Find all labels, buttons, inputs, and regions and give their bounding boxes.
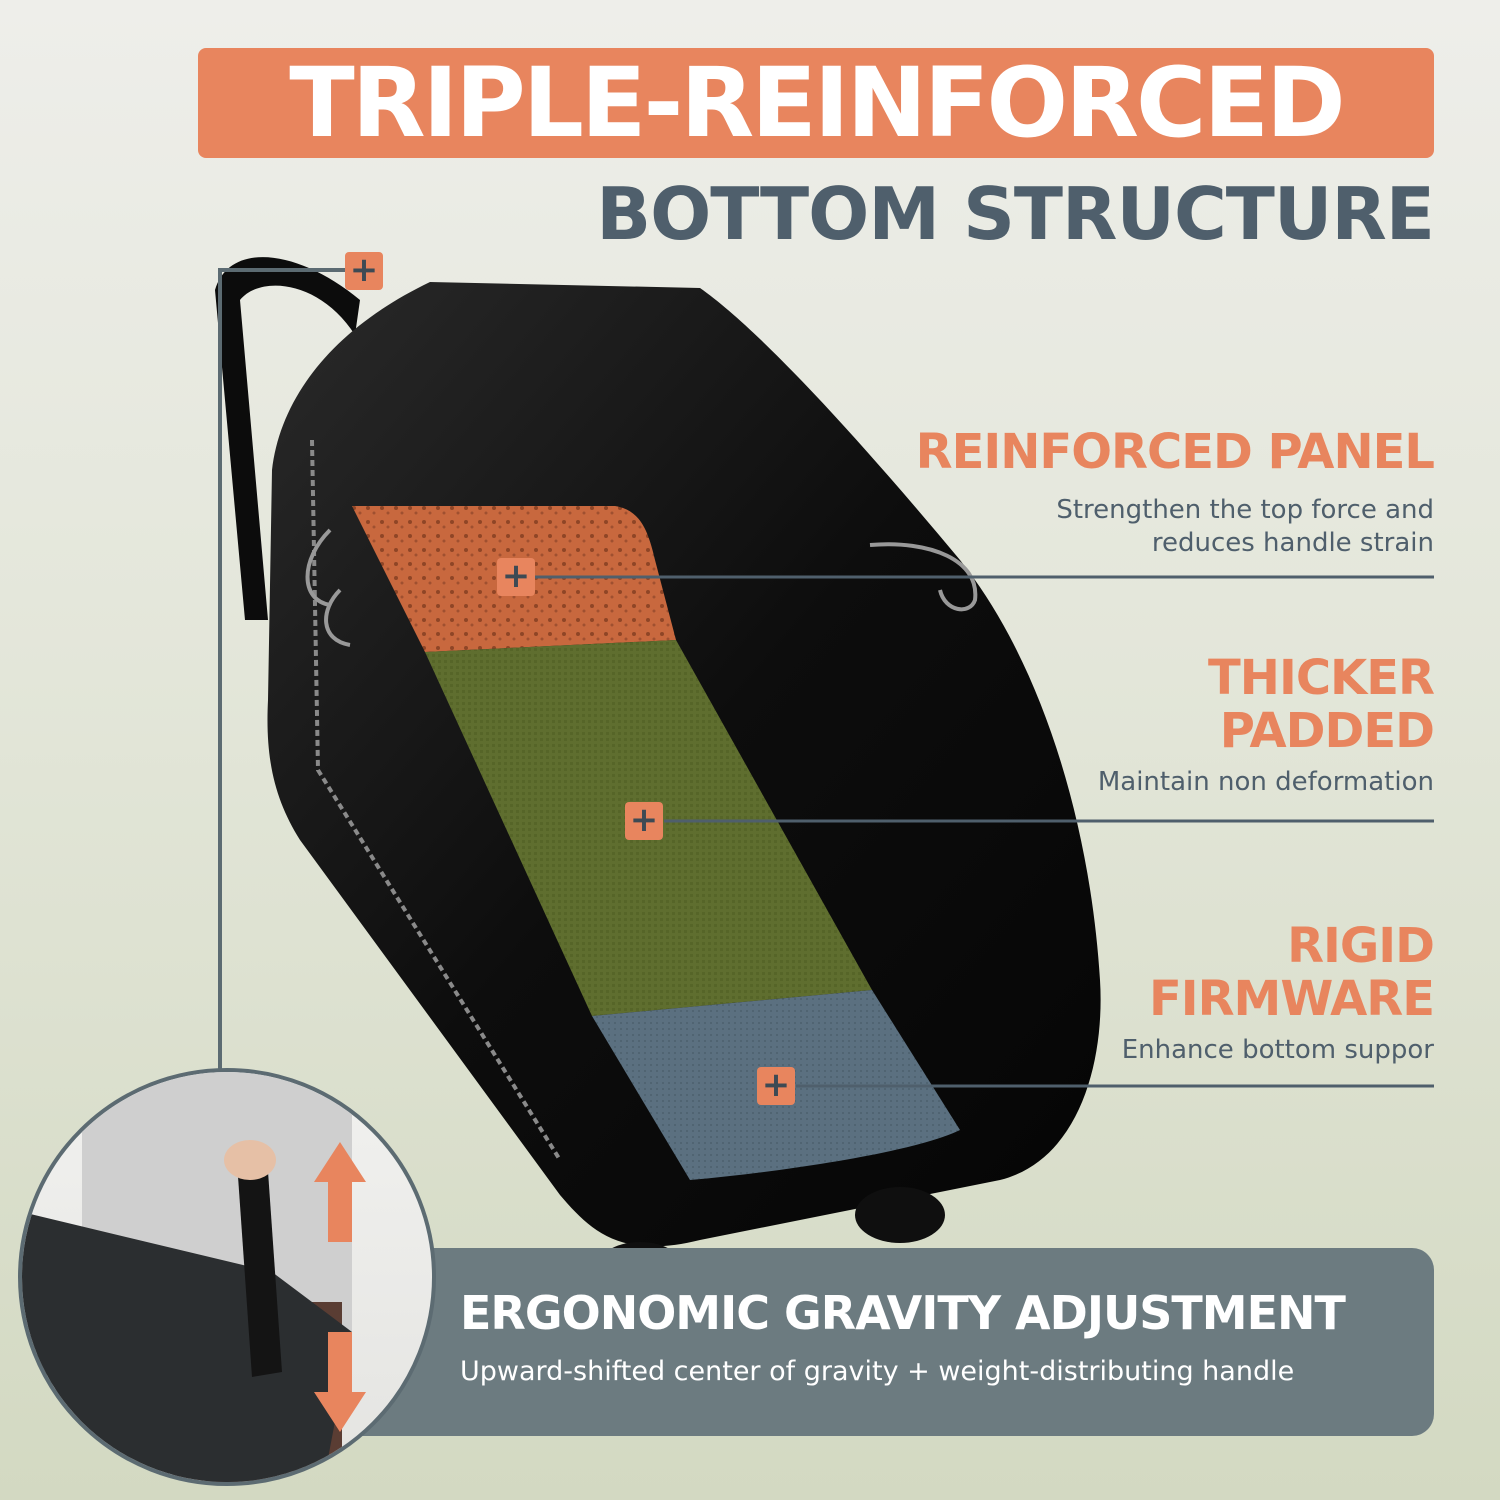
feature-heading-thicker-padded: THICKER PADDED: [1208, 650, 1435, 759]
up-arrow-icon: [314, 1142, 366, 1242]
zipper-pull: [305, 528, 332, 607]
plus-icon: +: [497, 558, 535, 596]
down-arrow-icon: [314, 1332, 366, 1432]
strap: [215, 257, 360, 620]
feature-description-reinforced-panel: Strengthen the top force and reduces han…: [1056, 495, 1434, 559]
feature-heading-rigid-firmware: RIGID FIRMWARE: [1148, 918, 1435, 1027]
banner-subtitle: Upward-shifted center of gravity + weigh…: [460, 1356, 1295, 1387]
page-title: TRIPLE-REINFORCED: [289, 47, 1345, 159]
handle-inset-photo: [18, 1068, 436, 1486]
plus-icon: +: [757, 1067, 795, 1105]
feature-description-thicker-padded: Maintain non deformation: [1097, 767, 1434, 797]
title-banner: [198, 48, 1434, 158]
zipper-pull: [324, 588, 351, 647]
wheel: [855, 1187, 945, 1243]
banner-title: ERGONOMIC GRAVITY ADJUSTMENT: [460, 1286, 1346, 1340]
ergonomic-banner: [316, 1248, 1434, 1436]
callout-line-handle: [218, 268, 345, 1070]
handle-strap: [237, 1157, 282, 1377]
page-subtitle: BOTTOM STRUCTURE: [596, 172, 1435, 256]
feature-heading-reinforced-panel: REINFORCED PANEL: [915, 424, 1435, 480]
feature-description-rigid-firmware: Enhance bottom suppor: [1121, 1035, 1434, 1065]
hand: [224, 1140, 276, 1180]
plus-icon: +: [625, 802, 663, 840]
carabiner: [869, 542, 978, 612]
plus-icon: +: [345, 252, 383, 290]
inset-illustration: [22, 1072, 366, 1482]
